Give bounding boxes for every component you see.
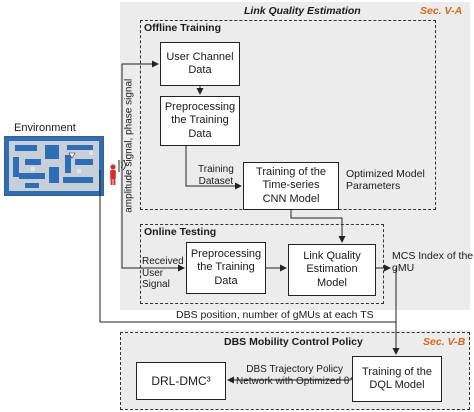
- dbs-title: DBS Mobility Control Policy: [224, 336, 363, 348]
- training-cnn-box: Training of the Time-series CNN Model: [243, 162, 339, 210]
- user-icon: [110, 164, 116, 185]
- received-signal-label: Received User Signal: [142, 256, 184, 290]
- dql-training-box: Training of the DQL Model: [352, 356, 442, 402]
- training-dataset-label: Training Dataset: [198, 164, 234, 187]
- environment-label: Environment: [14, 122, 76, 134]
- link-quality-model-box: Link Quality Estimation Model: [288, 244, 376, 296]
- environment-map: [4, 136, 104, 196]
- online-testing-region: [140, 224, 384, 304]
- dbs-region: [120, 332, 470, 410]
- link-quality-title: Link Quality Estimation: [244, 5, 361, 17]
- dbs-position-label: DBS position, number of gMUs at each TS: [176, 309, 374, 321]
- mcs-index-label: MCS Index of the gMU: [392, 250, 474, 275]
- sec-va-label: Sec. V-A: [420, 5, 463, 17]
- drl-dmc-box: DRL-DMC³: [136, 362, 226, 400]
- optimized-params-label: Optimized Model Parameters: [346, 168, 425, 193]
- offline-training-title: Offline Training: [144, 22, 222, 34]
- dbs-policy-label: DBS Trajectory Policy Network with Optim…: [236, 364, 354, 387]
- preprocessing-training-box: Preprocessing the Training Data: [160, 96, 240, 146]
- sec-vb-label: Sec. V-B: [423, 336, 466, 348]
- online-testing-title: Online Testing: [144, 226, 217, 238]
- preprocessing-testing-box: Preprocessing the Training Data: [186, 242, 266, 294]
- user-channel-data-box: User Channel Data: [160, 42, 240, 86]
